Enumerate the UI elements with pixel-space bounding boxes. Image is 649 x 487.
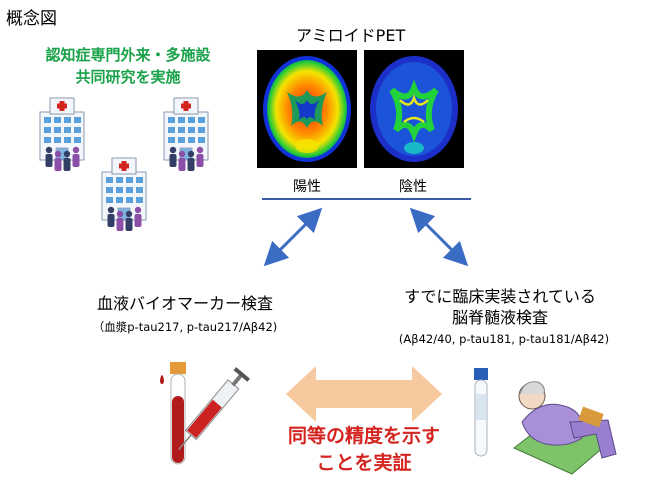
blood-drop-icon bbox=[160, 375, 164, 384]
blood-test-markers: （血漿p-tau217, p-tau217/Aβ42) bbox=[92, 320, 278, 334]
blood-icon bbox=[172, 396, 184, 463]
tube-cap-icon bbox=[170, 362, 186, 374]
blue-double-arrow-right bbox=[409, 207, 469, 267]
pet-negative-label: 陰性 bbox=[399, 179, 427, 195]
pet-title: アミロイドPET bbox=[296, 26, 406, 45]
csf-tube-patient-illustration bbox=[474, 368, 617, 475]
syringe-icon bbox=[178, 367, 250, 451]
csf-line-1: すでに臨床実装されている bbox=[404, 287, 596, 306]
amyloid-negative-scan bbox=[364, 50, 464, 168]
csf-test-description: すでに臨床実装されている 脳脊髄液検査 bbox=[360, 286, 640, 328]
orange-double-arrow bbox=[286, 366, 442, 422]
amyloid-positive-scan bbox=[257, 50, 357, 168]
conclusion-text: 同等の精度を示す ことを実証 bbox=[262, 423, 466, 477]
study-line-1: 認知症専門外来・多施設 bbox=[45, 46, 211, 64]
patient-icon bbox=[513, 381, 617, 475]
blood-tube-syringe-illustration bbox=[160, 362, 250, 465]
csf-test-markers: (Aβ42/40, p-tau181, p-tau181/Aβ42) bbox=[398, 332, 610, 346]
study-line-2: 共同研究を実施 bbox=[75, 68, 181, 86]
pet-positive-label: 陽性 bbox=[293, 179, 321, 195]
pet-baseline bbox=[262, 198, 471, 200]
figure-title: 概念図 bbox=[6, 9, 57, 29]
study-description: 認知症専門外来・多施設 共同研究を実施 bbox=[10, 44, 246, 88]
blood-test-title: 血液バイオマーカー検査 bbox=[96, 294, 273, 313]
csf-line-2: 脳脊髄液検査 bbox=[451, 308, 548, 327]
blue-double-arrow-left bbox=[263, 207, 323, 267]
csf-tube-icon bbox=[474, 368, 488, 457]
conclusion-line-2: ことを実証 bbox=[316, 452, 412, 474]
conclusion-line-1: 同等の精度を示す bbox=[287, 425, 440, 447]
